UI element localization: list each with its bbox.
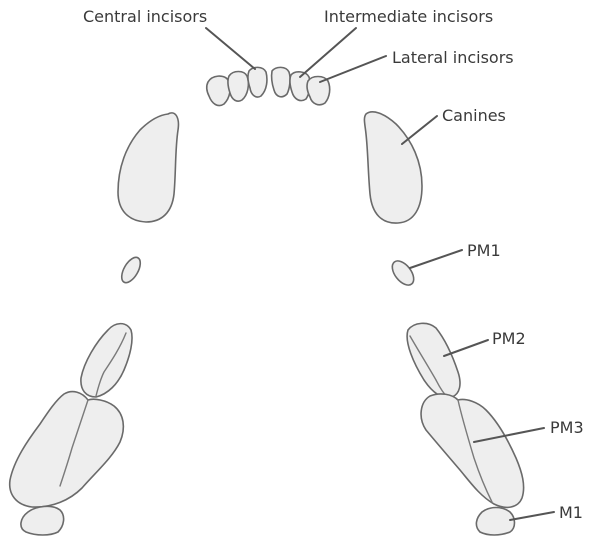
right-canine <box>364 112 422 223</box>
leader-pm2 <box>444 340 488 356</box>
left-pm3 <box>10 392 124 508</box>
label-pm3: PM3 <box>550 418 584 437</box>
left-canine <box>118 113 178 222</box>
label-lateral-incisors: Lateral incisors <box>392 48 514 67</box>
leader-central-incisors <box>206 28 255 69</box>
right-central-incisor <box>272 67 290 96</box>
left-posterior-teeth <box>10 324 132 535</box>
left-intermediate-incisor <box>228 72 248 102</box>
left-lateral-incisor <box>207 76 230 106</box>
leader-m1 <box>510 512 554 520</box>
label-intermediate-incisors: Intermediate incisors <box>324 7 493 26</box>
left-pm1 <box>118 254 144 285</box>
right-lateral-incisor <box>307 77 330 105</box>
incisor-row <box>207 67 330 105</box>
label-pm1: PM1 <box>467 241 501 260</box>
leader-canines <box>402 116 437 144</box>
label-canines: Canines <box>442 106 506 125</box>
right-pm1 <box>388 257 418 289</box>
left-central-incisor <box>248 67 267 97</box>
leader-lateral-incisors <box>320 56 386 82</box>
label-central-incisors: Central incisors <box>83 7 207 26</box>
right-posterior-teeth <box>407 323 524 535</box>
right-m1 <box>476 508 514 536</box>
leader-pm1 <box>410 250 462 268</box>
left-m1 <box>21 506 64 535</box>
right-pm2 <box>407 323 460 397</box>
leader-intermediate-incisors <box>300 28 356 77</box>
left-pm2 <box>81 324 132 397</box>
label-m1: M1 <box>559 503 583 522</box>
label-pm2: PM2 <box>492 329 526 348</box>
